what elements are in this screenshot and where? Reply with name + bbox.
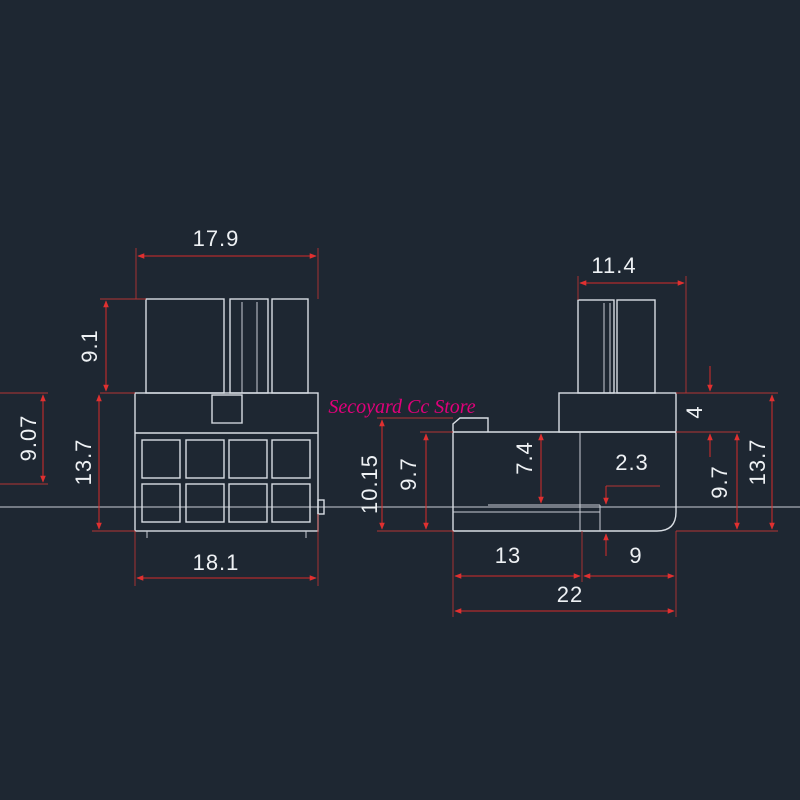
side-pin-left (577, 299, 615, 394)
dim-label-9-7-right: 9.7 (707, 465, 732, 499)
dim-label-9-7-left: 9.7 (396, 457, 421, 491)
front-housing (134, 392, 319, 532)
dim-label-18-1: 18.1 (193, 550, 240, 575)
dim-label-9-1: 9.1 (77, 329, 102, 363)
dim-label-10-15: 10.15 (357, 454, 382, 514)
side-upper-block (558, 392, 677, 433)
front-pin-wide (145, 298, 225, 394)
side-latch (452, 417, 489, 432)
dim-label-11-4: 11.4 (591, 253, 636, 278)
side-pin-right (616, 299, 656, 394)
side-body (452, 431, 677, 532)
dim-label-4: 4 (682, 405, 707, 418)
side-view: 11.4 10.15 9.7 7.4 2.3 4 9.7 13.7 (357, 253, 778, 617)
front-pin-mid (229, 298, 269, 394)
store-watermark: Secoyard Cc Store (328, 396, 475, 418)
dim-label-13: 13 (495, 543, 521, 568)
dim-label-17-9: 17.9 (193, 226, 240, 251)
dim-label-2-3: 2.3 (615, 450, 649, 475)
front-cavity-grid (141, 439, 311, 523)
dim-label-13-7-side: 13.7 (745, 439, 770, 486)
front-view: 17.9 18.1 9.1 13.7 9.07 (0, 226, 325, 586)
front-pin-right (271, 298, 309, 394)
dim-label-7-4: 7.4 (512, 441, 537, 475)
dim-label-13-7-front: 13.7 (71, 439, 96, 486)
dim-label-9-07: 9.07 (16, 415, 41, 462)
dim-label-9: 9 (629, 543, 642, 568)
front-latch (211, 394, 243, 424)
dim-label-22: 22 (557, 582, 583, 607)
